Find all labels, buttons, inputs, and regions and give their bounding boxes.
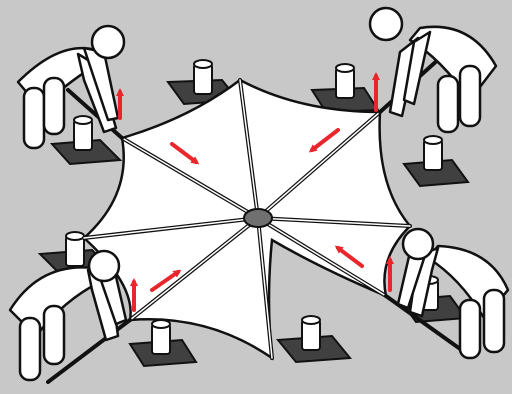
center-hub-icon — [243, 208, 273, 228]
ground-peg-icon — [276, 315, 352, 364]
direction-arrows — [116, 72, 394, 312]
person-bending-icon — [396, 227, 510, 360]
person-bending-icon — [368, 6, 498, 134]
pole-highlights — [83, 79, 411, 359]
ground-peg-icon — [402, 135, 470, 188]
ground-peg-icon — [128, 319, 198, 368]
person-bending-icon — [8, 249, 128, 382]
red-arrow-icon — [170, 142, 200, 165]
red-arrow-icon — [150, 269, 182, 292]
red-arrow-icon — [334, 245, 364, 268]
red-arrow-icon — [308, 128, 340, 153]
person-bending-icon — [16, 24, 126, 150]
ground-peg-icon — [49, 115, 123, 166]
